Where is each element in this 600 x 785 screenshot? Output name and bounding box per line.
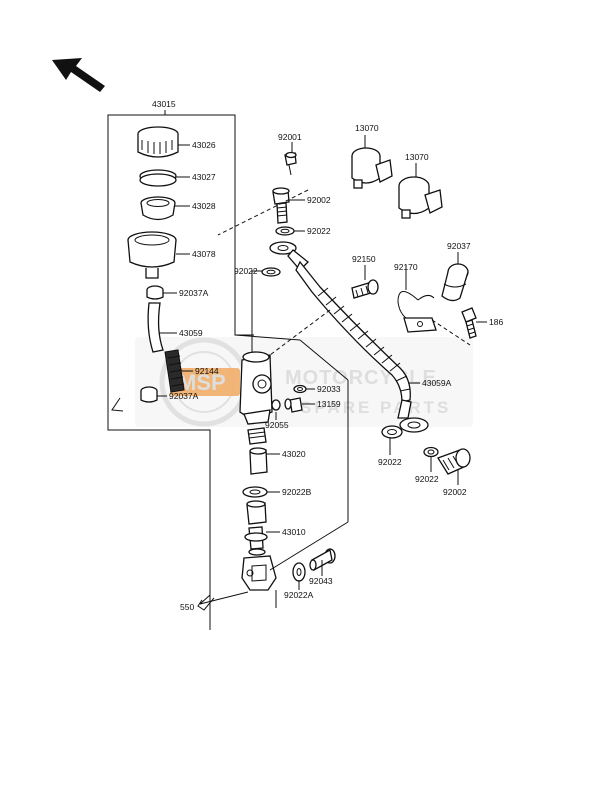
label-43078: 43078 [192, 249, 216, 259]
leader-lines [157, 135, 487, 608]
label-13159: 13159 [317, 399, 341, 409]
diaphragm [140, 196, 176, 221]
part-labels: 43015 43026 43027 43028 43078 92037A 430… [152, 99, 503, 612]
label-43027: 43027 [192, 172, 216, 182]
banjo-bolt-top [272, 187, 290, 224]
label-92037A-bottom: 92037A [169, 391, 199, 401]
washer-92022A [292, 562, 306, 582]
cotter-pin [197, 594, 215, 611]
label-92001: 92001 [278, 132, 302, 142]
piston [247, 427, 268, 475]
bolt-186 [461, 307, 477, 339]
label-92022-r2: 92022 [415, 474, 439, 484]
label-92037A-top: 92037A [179, 288, 209, 298]
reservoir-group-outline [107, 110, 254, 630]
o-ring-92055 [271, 399, 281, 411]
label-92150: 92150 [352, 254, 376, 264]
label-186: 186 [489, 317, 503, 327]
label-92022-r1: 92022 [378, 457, 402, 467]
washer-92022B [242, 486, 268, 498]
fitting-13159 [284, 397, 303, 413]
banjo-bolt-bottom [437, 448, 471, 475]
label-92170: 92170 [394, 262, 418, 272]
label-43059: 43059 [179, 328, 203, 338]
hose-clip-13070-a [351, 147, 393, 189]
label-92002-bottom: 92002 [443, 487, 467, 497]
front-arrow-icon [52, 58, 105, 92]
washer-92022-top [275, 226, 295, 236]
hose-clamp-lower [111, 386, 158, 412]
reservoir-tank [127, 231, 177, 279]
washer-92022-r1 [381, 425, 403, 439]
label-92033: 92033 [317, 384, 341, 394]
banjo-fitting-bottom [397, 399, 429, 433]
watermark-line1: MOTORCYCLE [285, 367, 437, 389]
label-92043: 92043 [309, 576, 333, 586]
label-43020: 43020 [282, 449, 306, 459]
grommet-92037 [441, 263, 469, 302]
reservoir-hose [147, 302, 164, 353]
label-43059A: 43059A [422, 378, 452, 388]
hose-clip-13070-b [398, 176, 443, 219]
label-92022B: 92022B [282, 487, 312, 497]
label-92144: 92144 [195, 366, 219, 376]
label-43026: 43026 [192, 140, 216, 150]
label-13070-b: 13070 [405, 152, 429, 162]
clamp-92170 [397, 291, 437, 333]
master-cylinder-body [239, 351, 273, 425]
label-92022-top: 92022 [307, 226, 331, 236]
label-92022A: 92022A [284, 590, 314, 600]
label-92055: 92055 [265, 420, 289, 430]
label-92037: 92037 [447, 241, 471, 251]
label-43010: 43010 [282, 527, 306, 537]
label-92002-top: 92002 [307, 195, 331, 205]
label-43028: 43028 [192, 201, 216, 211]
label-92022-left: 92022 [234, 266, 258, 276]
reservoir-cap [137, 126, 179, 158]
spring [164, 349, 185, 393]
diaphragm-plate [139, 169, 177, 187]
small-washer-92033 [293, 384, 307, 394]
label-550: 550 [180, 602, 194, 612]
bleeder-92001 [284, 151, 297, 176]
bolt-92150 [351, 279, 379, 299]
label-43015: 43015 [152, 99, 176, 109]
push-rod-boot [244, 500, 268, 556]
washer-92022-r2 [423, 446, 439, 458]
watermark-badge: MSP [178, 370, 226, 395]
hose-clamp-upper [146, 285, 164, 300]
clevis [241, 555, 277, 591]
washer-92022-left [261, 267, 281, 277]
label-13070-a: 13070 [355, 123, 379, 133]
